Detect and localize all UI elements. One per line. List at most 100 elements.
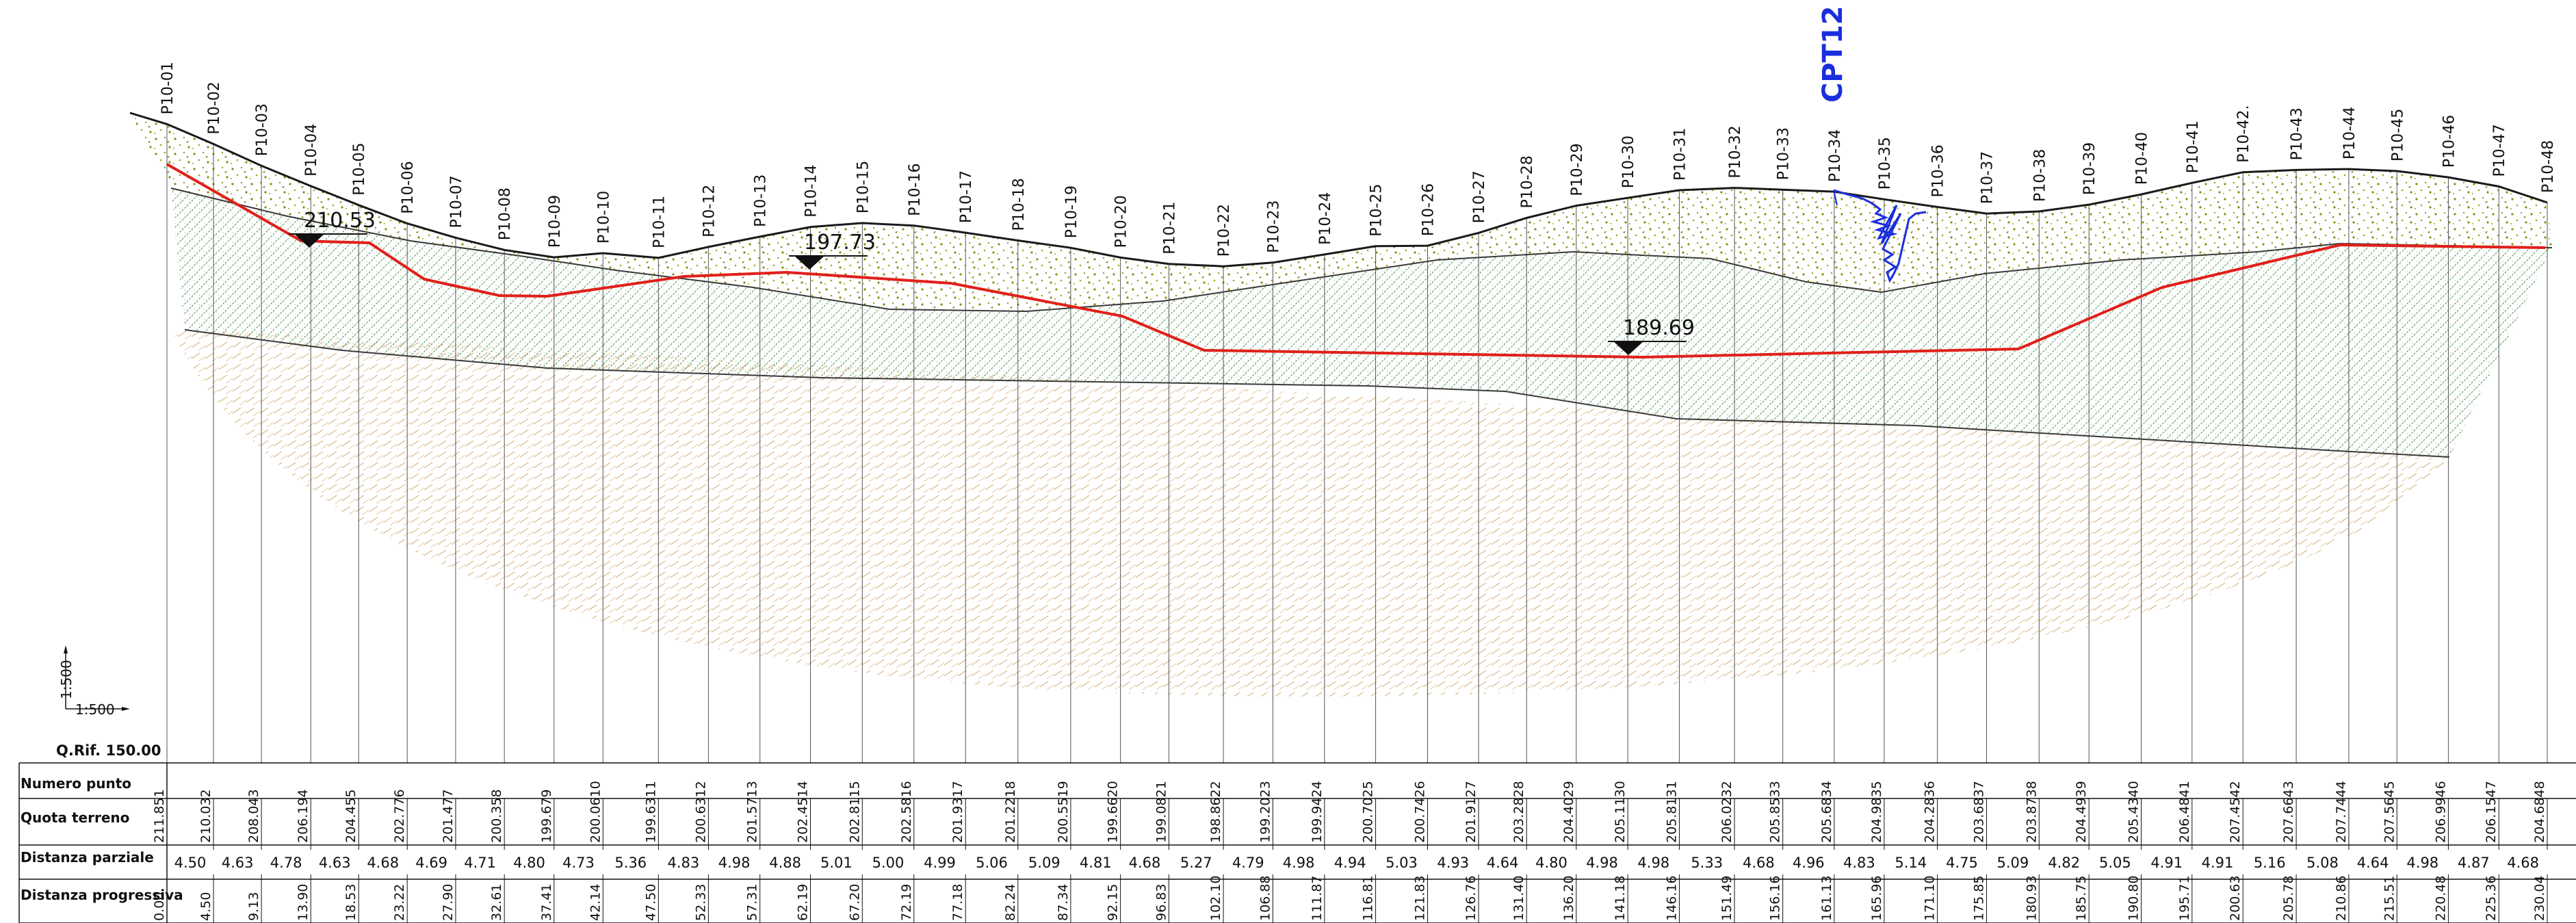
quota-value: 210.032 — [198, 789, 213, 843]
quota-value: 203.8738 — [2024, 781, 2039, 843]
parziale-value: 4.81 — [1080, 855, 1112, 871]
point-label: P10-39 — [2081, 142, 2098, 195]
parziale-value: 4.78 — [270, 855, 302, 871]
quota-value: 208.043 — [246, 789, 261, 843]
quota-value: 204.2836 — [1923, 781, 1938, 843]
water-level-marker: 210.53 — [289, 209, 376, 248]
point-label: P10-25 — [1368, 184, 1385, 237]
point-label: P10-21 — [1161, 201, 1178, 254]
parziale-value: 4.64 — [2357, 855, 2389, 871]
quota-value: 199.679 — [539, 789, 554, 843]
quota-value: 205.1130 — [1613, 781, 1628, 843]
water-table-line — [166, 163, 2546, 359]
progressiva-value: 23.22 — [392, 884, 407, 921]
quota-value: 204.455 — [343, 789, 359, 843]
parziale-value: 5.08 — [2306, 855, 2339, 871]
point-label: P10-19 — [1063, 185, 1080, 238]
cpt-marker: CPT12 — [1817, 5, 1927, 283]
quota-value: 200.7426 — [1413, 781, 1428, 843]
progressiva-value: 126.76 — [1463, 876, 1479, 921]
progressiva-value: 106.88 — [1258, 876, 1273, 921]
quota-value: 203.6837 — [1972, 781, 1987, 843]
quota-value: 202.8115 — [847, 781, 862, 843]
parziale-value: 4.75 — [1946, 855, 1978, 871]
progressiva-value: 161.13 — [1819, 876, 1834, 921]
quota-value: 205.8533 — [1768, 781, 1783, 843]
parziale-value: 4.63 — [319, 855, 351, 871]
parziale-value: 4.83 — [668, 855, 700, 871]
quota-value: 201.2218 — [1003, 781, 1018, 843]
point-label: P10-48 — [2540, 140, 2557, 193]
parziale-value: 4.96 — [1793, 855, 1825, 871]
progressiva-value: 77.18 — [950, 884, 965, 921]
parziale-value: 5.14 — [1895, 855, 1927, 871]
parziale-value: 5.16 — [2254, 855, 2286, 871]
progressiva-value: 180.93 — [2024, 876, 2039, 921]
progressiva-value: 42.14 — [588, 884, 603, 921]
table-row-headers: Numero punto Quota terreno Distanza parz… — [21, 775, 183, 903]
quota-value: 200.5519 — [1056, 781, 1071, 843]
water-level-marker: 189.69 — [1608, 316, 1695, 355]
quota-value: 207.5645 — [2382, 781, 2397, 843]
quota-value: 206.9946 — [2433, 781, 2448, 843]
quota-value: 206.194 — [296, 789, 311, 843]
progressiva-value: 210.86 — [2334, 876, 2349, 921]
parziale-value: 4.91 — [2202, 855, 2234, 871]
progressiva-value: 205.78 — [2281, 876, 2296, 921]
point-label: P10-28 — [1519, 155, 1536, 208]
layer-boundary-1 — [170, 187, 2553, 313]
parziale-value: 5.06 — [976, 855, 1008, 871]
parziale-value: 4.98 — [1283, 855, 1315, 871]
progressiva-value: 111.87 — [1310, 876, 1325, 921]
progressiva-value: 37.41 — [539, 884, 554, 921]
point-label: P10-16 — [907, 163, 924, 216]
quota-value: 205.6834 — [1819, 781, 1834, 843]
data-table — [18, 762, 2576, 923]
parziale-value: 4.98 — [1586, 855, 1618, 871]
quota-value: 200.6312 — [693, 781, 708, 843]
point-label: P10-04 — [303, 124, 320, 177]
parziale-value: 5.33 — [1691, 855, 1723, 871]
parziale-value: 4.69 — [415, 855, 447, 871]
progressiva-value: 200.63 — [2228, 876, 2243, 921]
parziale-value: 4.94 — [1334, 855, 1366, 871]
quota-value: 207.7444 — [2334, 781, 2349, 843]
scale-indicator: 1:500 1:500 — [58, 645, 130, 718]
point-label: P10-36 — [1930, 144, 1947, 197]
progressiva-value: 13.90 — [296, 884, 311, 921]
parziale-value: 4.73 — [562, 855, 595, 871]
progressiva-value: 220.48 — [2433, 876, 2448, 921]
point-label: P10-17 — [958, 170, 975, 223]
progressiva-value: 57.31 — [745, 884, 760, 921]
soil-layers — [130, 113, 2552, 697]
point-label: P10-31 — [1671, 128, 1689, 181]
parziale-value: 4.98 — [1637, 855, 1669, 871]
progressiva-value: 62.19 — [796, 884, 811, 921]
point-label: P10-23 — [1265, 200, 1282, 253]
progressiva-value: 121.83 — [1413, 876, 1428, 921]
point-label: P10-03 — [254, 103, 271, 156]
point-label: P10-30 — [1620, 135, 1637, 188]
quota-value: 200.7025 — [1361, 781, 1376, 843]
point-label: P10-14 — [803, 165, 820, 218]
quota-value: 201.477 — [441, 789, 456, 843]
scale-arrow-icon — [122, 707, 130, 711]
progressiva-value: 215.51 — [2382, 876, 2397, 921]
point-label: P10-43 — [2289, 107, 2306, 160]
station-lines — [166, 124, 2548, 763]
point-label: P10-24 — [1317, 192, 1334, 245]
progressiva-value: 230.04 — [2532, 876, 2547, 921]
quota-value: 204.4939 — [2074, 781, 2089, 843]
point-label: P10-27 — [1471, 170, 1488, 223]
parziale-value: 5.09 — [1997, 855, 2029, 871]
layer1-region — [130, 113, 2552, 311]
progressiva-value: 165.96 — [1869, 876, 1884, 921]
point-label: P10-42. — [2235, 105, 2252, 163]
progressiva-value: 18.53 — [343, 884, 359, 921]
point-label: P10-02 — [206, 81, 223, 134]
parziale-value: 5.36 — [614, 855, 647, 871]
point-label: P10-29 — [1569, 143, 1586, 196]
parziale-value: 5.00 — [872, 855, 905, 871]
progressiva-value: 151.49 — [1719, 876, 1734, 921]
progressiva-value: 102.10 — [1208, 876, 1223, 921]
